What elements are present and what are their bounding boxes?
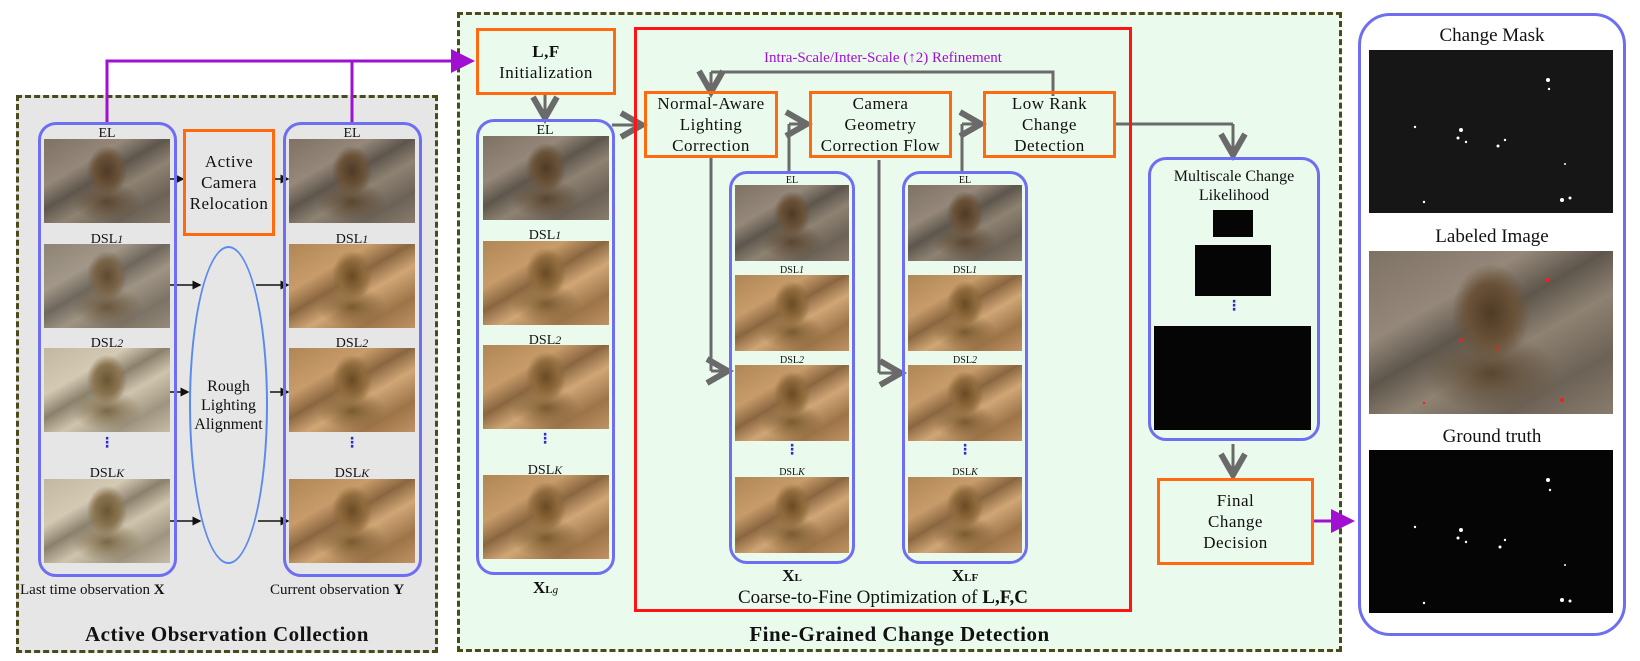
ellipsis-icon: ⋮ (958, 442, 972, 458)
xlg-column (476, 119, 615, 575)
dsl2-label: DSL2 (780, 355, 804, 366)
xlg-caption: XLg (532, 578, 559, 597)
dsl1-image (44, 244, 170, 328)
dslk-label: DSLK (779, 467, 805, 478)
ground-truth-image (1369, 450, 1613, 613)
xl-column (729, 171, 855, 564)
results-panel (1358, 13, 1626, 636)
likelihood-scale-medium (1195, 245, 1271, 296)
dsl1-image (289, 244, 415, 328)
ellipsis-icon: ⋮ (538, 431, 552, 447)
el-label: EL (536, 123, 554, 138)
dslk-image (735, 477, 849, 553)
xlf-caption: XLF (951, 566, 979, 585)
ground-truth-title: Ground truth (1442, 426, 1542, 447)
xlf-column (902, 171, 1028, 564)
dsl2-image (908, 365, 1022, 441)
el-label: EL (98, 126, 116, 141)
optimization-caption: Coarse-to-Fine Optimization of L,F,C (737, 587, 1029, 608)
el-image (44, 139, 170, 223)
last-time-observation-caption: Last time observation X (20, 582, 165, 598)
dsl2-label: DSL2 (335, 336, 369, 351)
el-label: EL (785, 175, 799, 186)
current-observation-column (283, 122, 422, 577)
dsl1-image (735, 275, 849, 351)
dsl2-label: DSL2 (528, 333, 562, 348)
last-time-observation-column (38, 122, 177, 577)
dsl1-image (908, 275, 1022, 351)
dslk-label: DSLK (334, 466, 370, 481)
dsl2-image (483, 345, 609, 429)
xl-caption: XL (782, 566, 802, 585)
ellipsis-icon: ⋮ (100, 435, 114, 451)
el-image (483, 136, 609, 220)
dsl2-image (735, 365, 849, 441)
el-label: EL (958, 175, 972, 186)
dsl2-label: DSL2 (90, 336, 124, 351)
multiscale-change-likelihood-box (1148, 157, 1320, 441)
likelihood-scale-large (1154, 326, 1311, 430)
el-image (735, 185, 849, 261)
refinement-label: Intra-Scale/Inter-Scale (↑2) Refinement (764, 50, 1002, 66)
dslk-label: DSLK (952, 467, 978, 478)
el-label: EL (343, 126, 361, 141)
ellipsis-icon: ⋮ (1227, 298, 1241, 314)
dsl2-image (44, 348, 170, 432)
change-mask-image (1369, 50, 1613, 213)
el-image (289, 139, 415, 223)
dslk-label: DSLK (89, 466, 125, 481)
dslk-image (289, 479, 415, 563)
active-observation-collection-title: Active Observation Collection (85, 622, 369, 646)
change-mask-title: Change Mask (1439, 25, 1545, 46)
ellipsis-icon: ⋮ (345, 435, 359, 451)
labeled-image-title: Labeled Image (1435, 226, 1549, 247)
dslk-image (483, 475, 609, 559)
dslk-label: DSLK (527, 463, 563, 478)
likelihood-scale-small (1213, 210, 1253, 237)
current-observation-caption: Current observation Y (270, 582, 405, 598)
dslk-image (44, 479, 170, 563)
ellipsis-icon: ⋮ (785, 442, 799, 458)
labeled-image (1369, 251, 1613, 414)
coarse-to-fine-optimization-box (634, 27, 1132, 612)
dsl1-label: DSL1 (335, 232, 369, 247)
dsl1-label: DSL1 (528, 228, 562, 243)
dsl1-image (483, 241, 609, 325)
dsl2-image (289, 348, 415, 432)
dsl1-label: DSL1 (953, 265, 977, 276)
el-image (908, 185, 1022, 261)
dsl2-label: DSL2 (953, 355, 977, 366)
fine-grained-change-detection-title: Fine-Grained Change Detection (749, 622, 1050, 646)
dsl1-label: DSL1 (90, 232, 124, 247)
dslk-image (908, 477, 1022, 553)
dsl1-label: DSL1 (780, 265, 804, 276)
